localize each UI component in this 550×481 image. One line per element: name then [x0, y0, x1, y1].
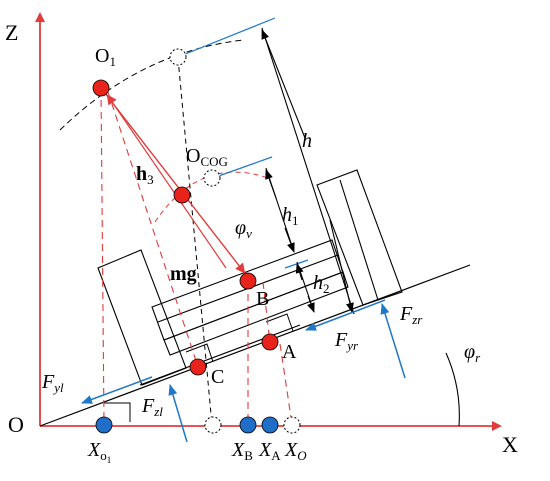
ocog-label: OCOG	[186, 145, 228, 169]
mg-label: mg	[170, 263, 197, 285]
force-arrows	[81, 299, 406, 443]
top-blue-line	[177, 17, 276, 58]
dashed-circles	[169, 48, 301, 434]
h3-label: h3	[136, 163, 154, 187]
h1-label: h1	[282, 204, 299, 228]
point-a	[261, 333, 279, 351]
phi-r-label: φr	[464, 341, 481, 365]
point-cog	[173, 186, 191, 204]
blue-points	[95, 416, 279, 434]
point-b	[239, 272, 257, 290]
point-c	[189, 358, 207, 376]
fzr-label: Fzr	[399, 303, 423, 327]
xo-label: XO	[284, 439, 307, 463]
point-xb	[239, 416, 257, 434]
ocog-vertical-dashed	[177, 57, 213, 426]
fyl-label: Fyl	[41, 371, 64, 395]
h2-label: h2	[313, 272, 330, 296]
projection-lines	[100, 87, 293, 425]
o1-label: O1	[95, 45, 116, 69]
fyl-arrow	[81, 376, 153, 404]
inclined-ground-line	[39, 264, 471, 427]
right-wheel-edge	[339, 179, 379, 301]
dimension-arrows	[261, 27, 355, 315]
h-label: h	[302, 130, 312, 152]
point-o1	[92, 79, 110, 97]
fzl-label: Fzl	[141, 395, 163, 419]
mid-blue-line	[212, 156, 273, 179]
axis-z-label: Z	[5, 20, 18, 45]
fyr-arrow	[305, 299, 386, 331]
o1-trajectory-arc	[59, 39, 244, 131]
o1-arc-marker	[169, 48, 187, 66]
fzr-arrow	[380, 303, 406, 379]
b-to-o1-ray	[106, 94, 227, 269]
axes	[35, 12, 502, 431]
red-points	[92, 79, 279, 376]
axle-bar	[163, 271, 349, 356]
xa-label: XA	[258, 439, 281, 463]
point-b-label: B	[256, 288, 269, 310]
right-wheel-block	[316, 169, 403, 306]
h-dim-line	[261, 27, 355, 315]
ocog-marker	[203, 169, 221, 187]
right-angle-marks	[104, 313, 294, 422]
point-xo1	[95, 416, 113, 434]
phi-v-label: φv	[235, 217, 252, 241]
axis-x-label: X	[502, 432, 518, 457]
origin-label: O	[8, 412, 24, 437]
point-a-label: A	[282, 341, 297, 363]
xo-ground-marker	[204, 416, 222, 434]
xb-label: XB	[231, 439, 253, 463]
point-xa	[261, 416, 279, 434]
o1-to-b-line	[100, 87, 246, 274]
fzl-arrow	[168, 384, 188, 443]
h2-blue-tick	[284, 259, 309, 269]
phi-r-angle-arc	[445, 352, 460, 427]
xo-point-marker	[283, 416, 301, 434]
labels: Z X O O1 OCOG h h1 h2 h3 φv φr mg B A C …	[5, 20, 518, 465]
point-c-label: C	[211, 366, 224, 388]
fyr-label: Fyr	[334, 329, 359, 353]
xo1-label: Xo1	[87, 439, 111, 465]
